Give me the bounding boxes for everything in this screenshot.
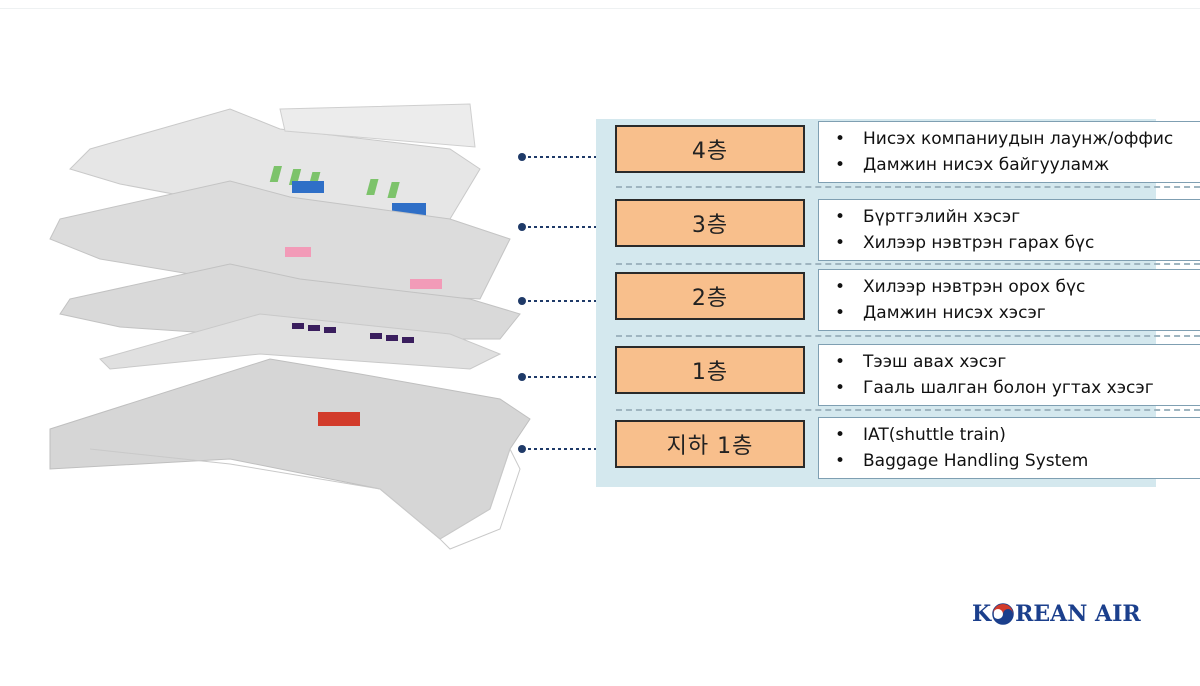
divider: [616, 263, 1200, 265]
list-item: •Нисэх компаниудын лаунж/оффис: [835, 129, 1174, 149]
floor-3-map: [49, 180, 511, 300]
list-item: •Дамжин нисэх байгууламж: [835, 155, 1110, 175]
floor-2-map: [59, 263, 521, 370]
list-item: •Дамжин нисэх хэсэг: [835, 303, 1046, 323]
floor-b1-description: •IAT(shuttle train) •Baggage Handling Sy…: [818, 417, 1200, 479]
list-item: •Гааль шалган болон угтах хэсэг: [835, 378, 1154, 398]
list-item: •IAT(shuttle train): [835, 425, 1006, 445]
floor-3-label: 3층: [615, 199, 805, 247]
floor-3-description: •Бүртгэлийн хэсэг •Хилээр нэвтрэн гарах …: [818, 199, 1200, 261]
connector-lines: [518, 153, 615, 453]
list-item: •Хилээр нэвтрэн гарах бүс: [835, 233, 1095, 253]
floor-1-description: •Тээш авах хэсэг •Гааль шалган болон угт…: [818, 344, 1200, 406]
floor-1-label: 1층: [615, 346, 805, 394]
floor-1-map: [49, 358, 531, 540]
floor-b1-map: [89, 447, 521, 550]
divider: [616, 335, 1200, 337]
list-item: •Тээш авах хэсэг: [835, 352, 1007, 372]
slide: 4층 •Нисэх компаниудын лаунж/оффис •Дамжи…: [0, 8, 1200, 633]
floor-b1-label: 지하 1층: [615, 420, 805, 468]
list-item: •Baggage Handling System: [835, 451, 1089, 471]
floor-2-description: •Хилээр нэвтрэн орох бүс •Дамжин нисэх х…: [818, 269, 1200, 331]
terminal-floor-map: [49, 103, 615, 550]
korean-air-logo: K REAN AIR: [972, 601, 1141, 627]
divider: [616, 409, 1200, 411]
floor-2-label: 2층: [615, 272, 805, 320]
taeguk-icon: [992, 603, 1014, 625]
list-item: •Хилээр нэвтрэн орох бүс: [835, 277, 1086, 297]
list-item: •Бүртгэлийн хэсэг: [835, 207, 1021, 227]
divider: [616, 186, 1200, 188]
floor-4-description: •Нисэх компаниудын лаунж/оффис •Дамжин н…: [818, 121, 1200, 183]
floor-4-label: 4층: [615, 125, 805, 173]
